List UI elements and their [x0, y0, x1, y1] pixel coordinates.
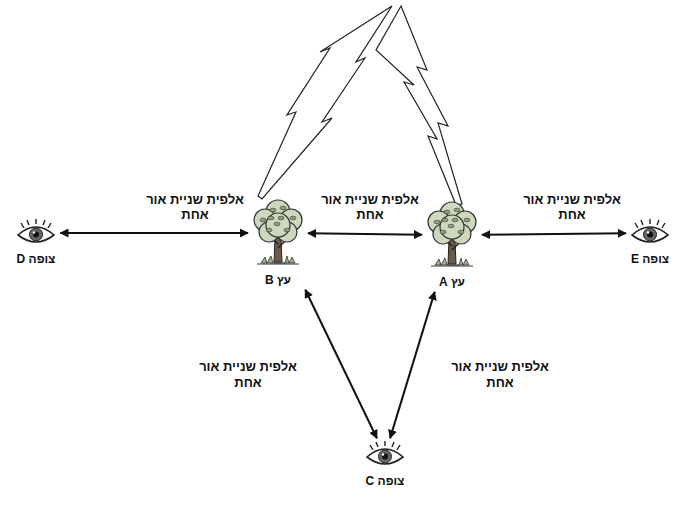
- edge-label: אלפית שניית אור אחת: [318, 191, 422, 224]
- eye-icon: [365, 441, 405, 469]
- light-path-arrow: [390, 292, 435, 438]
- edge-label: אלפית שניית אור אחת: [196, 358, 300, 391]
- node-label: צופה D: [15, 252, 58, 266]
- tree: עץ B: [251, 198, 305, 287]
- node-label: צופה E: [629, 252, 671, 266]
- light-path-arrow: [305, 290, 377, 439]
- light-path-arrow: [60, 232, 248, 234]
- eye-icon: [16, 219, 56, 247]
- observer: צופה C: [364, 441, 407, 488]
- edge-label: אלפית שניית אור אחת: [448, 358, 552, 391]
- light-path-arrow: [482, 233, 626, 235]
- node-label: עץ B: [263, 273, 293, 287]
- lightning-bolt: [376, 6, 462, 205]
- light-path-arrow: [308, 233, 422, 234]
- lightning-bolt: [258, 6, 392, 199]
- observer: צופה E: [629, 219, 671, 266]
- tree: עץ A: [425, 200, 479, 289]
- edge-label: אלפית שניית אור אחת: [143, 191, 247, 224]
- eye-icon: [630, 219, 670, 247]
- edge-label: אלפית שניית אור אחת: [520, 191, 624, 224]
- node-label: צופה C: [364, 474, 407, 488]
- observer: צופה D: [15, 219, 58, 266]
- node-label: עץ A: [437, 275, 467, 289]
- tree-icon: [251, 198, 305, 268]
- tree-icon: [425, 200, 479, 270]
